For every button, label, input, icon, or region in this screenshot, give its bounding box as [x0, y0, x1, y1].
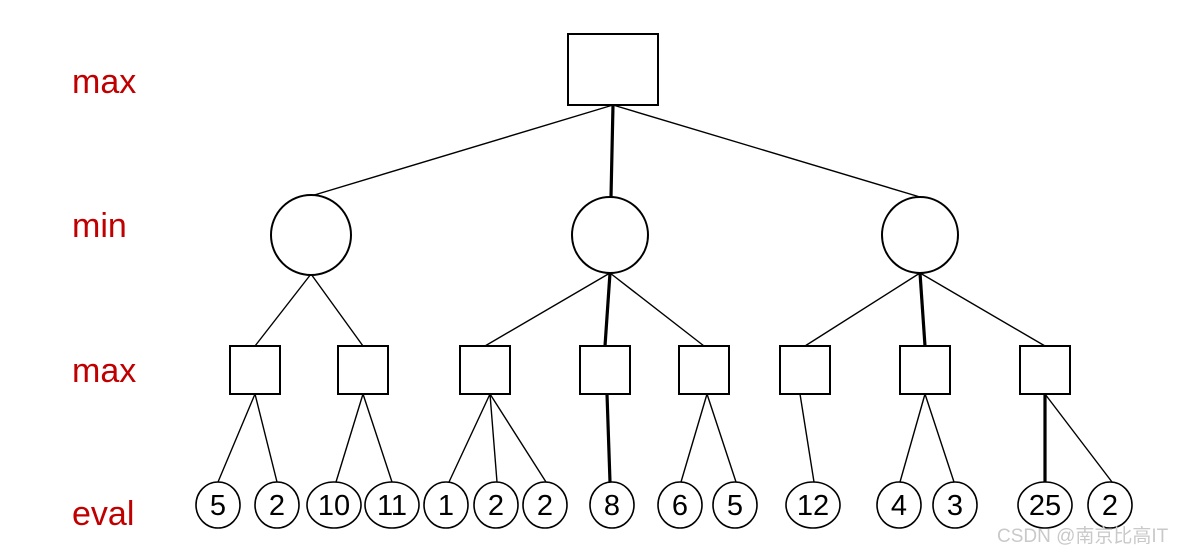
tree-edge — [362, 393, 393, 483]
tree-edge — [918, 272, 927, 347]
max-node — [899, 345, 951, 395]
eval-leaf-node: 6 — [657, 481, 703, 529]
leaf-value-label: 2 — [537, 490, 553, 522]
tree-edge — [254, 273, 312, 347]
tree-edge — [605, 393, 612, 483]
leaf-value-label: 2 — [488, 490, 504, 522]
leaf-circle — [1087, 481, 1133, 529]
leaf-circle — [657, 481, 703, 529]
max-node — [459, 345, 511, 395]
tree-edge — [310, 273, 364, 347]
max-node — [678, 345, 730, 395]
leaf-value-label: 12 — [797, 490, 829, 522]
eval-leaf-node: 10 — [306, 481, 362, 529]
eval-leaf-node: 25 — [1017, 481, 1073, 529]
leaf-circle — [785, 481, 841, 529]
level-label-max-0: max — [72, 63, 136, 101]
max-node — [229, 345, 281, 395]
leaf-circle — [423, 481, 469, 529]
tree-edge — [489, 393, 498, 483]
tree-edge — [310, 104, 614, 197]
eval-leaf-node: 11 — [364, 481, 420, 529]
leaf-value-label: 6 — [672, 490, 688, 522]
leaf-circle — [473, 481, 519, 529]
eval-leaf-node: 2 — [473, 481, 519, 529]
tree-edge — [335, 393, 364, 483]
leaf-circle — [306, 481, 362, 529]
leaf-value-label: 2 — [269, 490, 285, 522]
eval-leaf-node: 2 — [254, 481, 300, 529]
tree-edge — [609, 272, 705, 347]
leaf-value-label: 2 — [1102, 490, 1118, 522]
eval-leaf-node: 5 — [195, 481, 241, 529]
eval-leaf-node: 8 — [589, 481, 635, 529]
leaf-value-label: 10 — [318, 490, 350, 522]
leaf-circle — [1017, 481, 1073, 529]
eval-leaf-node: 5 — [712, 481, 758, 529]
tree-edge — [680, 393, 708, 483]
min-node — [881, 196, 959, 274]
leaf-value-label: 5 — [210, 490, 226, 522]
tree-edge — [484, 272, 611, 347]
min-node — [270, 194, 352, 276]
tree-edge — [489, 393, 547, 483]
leaf-circle — [254, 481, 300, 529]
tree-edge — [924, 393, 955, 483]
tree-edge — [899, 393, 926, 483]
leaf-circle — [932, 481, 978, 529]
csdn-watermark: CSDN @南京比高IT — [997, 525, 1169, 547]
eval-leaf-node: 2 — [522, 481, 568, 529]
leaf-value-label: 3 — [947, 490, 963, 522]
tree-edge — [799, 393, 815, 483]
max-node — [337, 345, 389, 395]
max-node — [779, 345, 831, 395]
tree-edge — [448, 393, 491, 483]
tree-edge — [1044, 393, 1113, 483]
eval-leaf-node: 4 — [876, 481, 922, 529]
tree-edge — [804, 272, 921, 347]
nodes-layer — [229, 33, 1071, 395]
eval-leaf-node: 2 — [1087, 481, 1133, 529]
leaf-value-label: 4 — [891, 490, 907, 522]
level-label-eval-3: eval — [72, 495, 134, 533]
max-node — [1019, 345, 1071, 395]
leaf-value-label: 25 — [1029, 490, 1061, 522]
leaf-circle — [364, 481, 420, 529]
level-label-max-2: max — [72, 352, 136, 390]
tree-edge — [603, 272, 612, 347]
level-label-min-1: min — [72, 207, 127, 245]
eval-leaf-node: 12 — [785, 481, 841, 529]
leaf-value-label: 11 — [377, 490, 407, 522]
tree-edge — [609, 104, 615, 198]
tree-edge — [706, 393, 737, 483]
min-node — [571, 196, 649, 274]
leaf-circle — [195, 481, 241, 529]
max-node — [579, 345, 631, 395]
tree-edge — [254, 393, 278, 483]
leaf-circle — [712, 481, 758, 529]
root-max-node — [567, 33, 659, 106]
tree-edge — [919, 272, 1046, 347]
leaf-value-label: 8 — [604, 490, 620, 522]
leaf-circle — [876, 481, 922, 529]
leaf-value-label: 5 — [727, 490, 743, 522]
eval-leaf-node: 3 — [932, 481, 978, 529]
tree-edge — [217, 393, 256, 483]
leaf-value-label: 1 — [438, 490, 454, 522]
edges-layer — [217, 104, 1113, 483]
leaf-circle — [589, 481, 635, 529]
eval-leaf-node: 1 — [423, 481, 469, 529]
leaf-circle — [522, 481, 568, 529]
tree-edge — [612, 104, 921, 198]
level-labels-layer: max min max eval — [72, 63, 136, 533]
